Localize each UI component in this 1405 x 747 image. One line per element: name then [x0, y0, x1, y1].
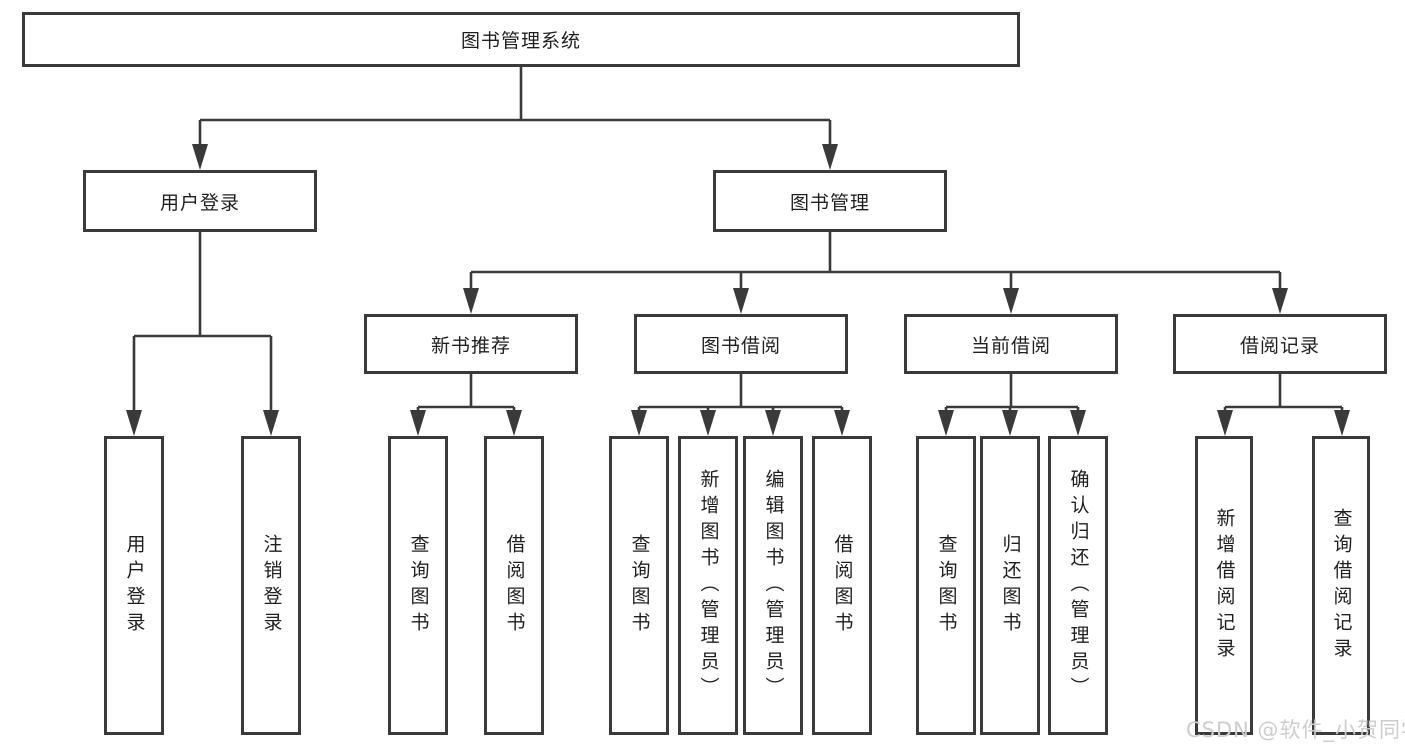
csdn-watermark: CSDN @软件_小贺同学 — [1186, 718, 1405, 742]
leaf-add-book-admin: 新增图书（管理员） — [678, 436, 738, 735]
leaf-user-login-label: 用户登录 — [123, 533, 146, 638]
node-borrowing-records-label: 借阅记录 — [1239, 334, 1320, 357]
node-book-borrowing: 图书借阅 — [634, 314, 848, 374]
leaf-borrow-books: 借阅图书 — [812, 436, 872, 735]
node-current-borrowing-label: 当前借阅 — [970, 334, 1051, 357]
node-book-management: 图书管理 — [713, 170, 947, 232]
node-current-borrowing: 当前借阅 — [904, 314, 1118, 374]
leaf-logout-label: 注销登录 — [260, 533, 283, 638]
leaf-query-books-borrowing: 查询图书 — [609, 436, 669, 735]
leaf-query-borrow-record-label: 查询借阅记录 — [1330, 507, 1353, 664]
leaf-return-book-label: 归还图书 — [999, 533, 1022, 638]
leaf-edit-book-admin-label: 编辑图书（管理员） — [762, 468, 785, 703]
leaf-logout: 注销登录 — [241, 436, 301, 735]
leaf-query-borrow-record: 查询借阅记录 — [1312, 436, 1370, 735]
node-book-management-label: 图书管理 — [789, 191, 870, 214]
leaf-return-book: 归还图书 — [980, 436, 1040, 735]
leaf-borrow-books-label: 借阅图书 — [831, 533, 854, 638]
leaf-confirm-return-admin-label: 确认归还（管理员） — [1067, 468, 1090, 703]
leaf-borrow-books-recommend-label: 借阅图书 — [503, 533, 526, 638]
leaf-query-books-borrowing-label: 查询图书 — [628, 533, 651, 638]
leaf-add-borrow-record: 新增借阅记录 — [1195, 436, 1253, 735]
arrowheads — [126, 144, 1350, 436]
node-user-login: 用户登录 — [83, 170, 317, 232]
node-book-borrowing-label: 图书借阅 — [700, 334, 781, 357]
leaf-query-books-recommend: 查询图书 — [388, 436, 448, 735]
leaf-add-borrow-record-label: 新增借阅记录 — [1213, 507, 1236, 664]
leaf-borrow-books-recommend: 借阅图书 — [484, 436, 544, 735]
leaf-query-books-current-label: 查询图书 — [935, 533, 958, 638]
leaf-add-book-admin-label: 新增图书（管理员） — [697, 468, 720, 703]
node-user-login-label: 用户登录 — [159, 191, 240, 214]
leaf-user-login: 用户登录 — [104, 436, 164, 735]
node-root: 图书管理系统 — [22, 12, 1020, 67]
node-borrowing-records: 借阅记录 — [1173, 314, 1387, 374]
leaf-confirm-return-admin: 确认归还（管理员） — [1048, 436, 1108, 735]
leaf-query-books-current: 查询图书 — [916, 436, 976, 735]
leaf-edit-book-admin: 编辑图书（管理员） — [743, 436, 803, 735]
node-root-label: 图书管理系统 — [460, 30, 581, 52]
node-new-book-recommend: 新书推荐 — [364, 314, 578, 374]
node-new-book-recommend-label: 新书推荐 — [430, 334, 511, 357]
leaf-query-books-recommend-label: 查询图书 — [407, 533, 430, 638]
